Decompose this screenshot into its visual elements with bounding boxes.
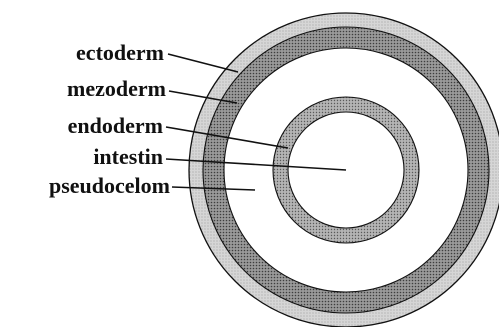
- endoderm-label: endoderm: [68, 113, 163, 138]
- intestin-label: intestin: [93, 144, 163, 169]
- ectoderm-leader: [168, 54, 238, 72]
- ectoderm-label: ectoderm: [76, 40, 164, 65]
- mezoderm-label: mezoderm: [67, 76, 166, 101]
- pseudocelom-label: pseudocelom: [49, 173, 170, 198]
